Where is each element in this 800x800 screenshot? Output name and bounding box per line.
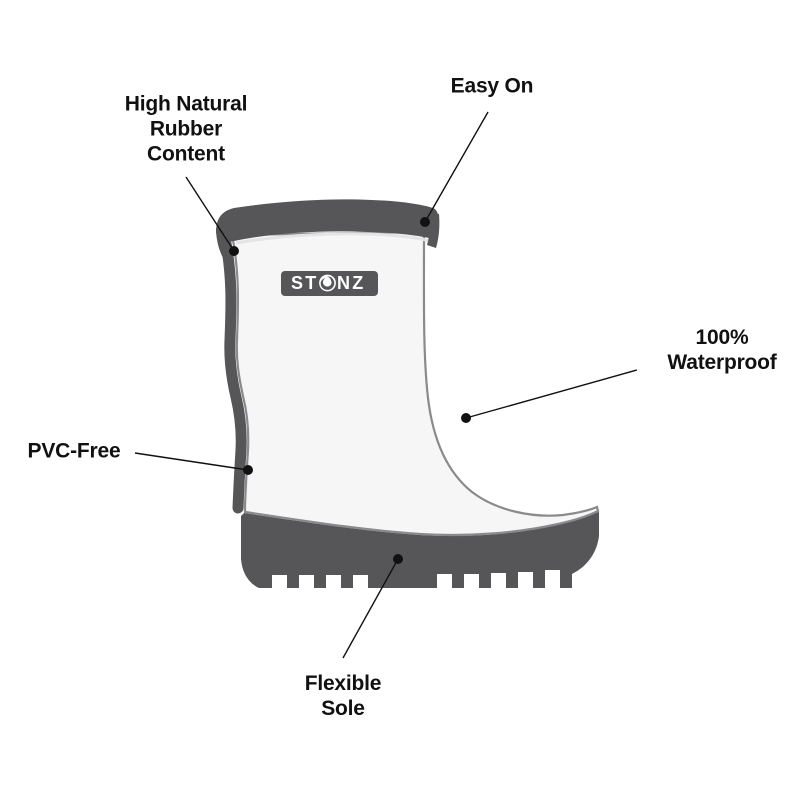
- callout-leader-flexible-sole: [342, 554, 403, 659]
- boot-cuff-band: [216, 199, 439, 242]
- boot-cuff-inner-lip: [235, 232, 435, 245]
- stonz-logo-text-before: ST: [291, 273, 318, 293]
- callout-leader-pvc-free: [134, 452, 253, 475]
- leader-line-flexible-sole: [342, 558, 399, 659]
- leader-line-high-natural-rubber-content: [185, 176, 235, 252]
- leader-line-pvc-free: [134, 452, 249, 471]
- callout-label-waterproof: 100% Waterproof: [667, 326, 777, 374]
- callout-label-high-natural-rubber-content: High Natural Rubber Content: [124, 92, 248, 166]
- leader-dot-high-natural-rubber-content: [229, 246, 239, 256]
- stonz-logo-swirl-o-icon: [319, 274, 336, 292]
- callout-leader-high-natural-rubber-content: [185, 176, 239, 256]
- boot-outsole: [241, 512, 599, 588]
- leader-line-waterproof: [465, 369, 638, 419]
- boot-cuff-right-tab: [427, 212, 440, 248]
- callout-leader-easy-on: [420, 111, 489, 227]
- leader-dot-pvc-free: [243, 465, 253, 475]
- boot-cuff-left-tab: [216, 228, 232, 258]
- leader-dot-flexible-sole: [393, 554, 403, 564]
- callout-label-flexible-sole: Flexible Sole: [304, 672, 382, 720]
- stonz-logo: ST NZ: [281, 271, 378, 296]
- leader-dot-easy-on: [420, 217, 430, 227]
- boot-back-seam: [219, 232, 247, 514]
- leader-dot-waterproof: [461, 413, 471, 423]
- callout-leaders: [134, 111, 638, 659]
- callout-label-pvc-free: PVC-Free: [27, 439, 121, 463]
- boot-illustration: [216, 199, 600, 588]
- callout-leader-waterproof: [461, 369, 638, 423]
- boot-body: [230, 230, 600, 537]
- callout-label-easy-on: Easy On: [450, 74, 534, 98]
- stonz-logo-text-after: NZ: [337, 273, 365, 293]
- leader-line-easy-on: [424, 111, 489, 223]
